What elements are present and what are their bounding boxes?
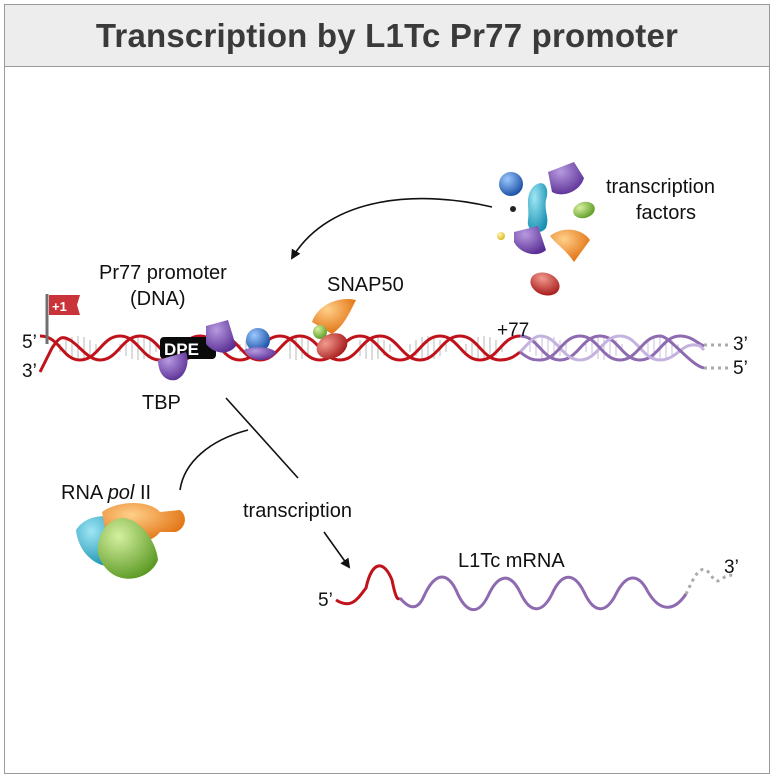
- tf-dark-dot-icon: [510, 206, 516, 212]
- transcription-factors-cluster: [497, 162, 595, 296]
- tf-yellow-dot-icon: [497, 232, 505, 240]
- figure-frame: Transcription by L1Tc Pr77 promoter: [4, 4, 770, 774]
- snap50-red-icon: [316, 333, 348, 359]
- figure-title: Transcription by L1Tc Pr77 promoter: [95, 16, 679, 54]
- recruitment-arrow: [290, 197, 493, 260]
- snap50-complex: [312, 298, 356, 359]
- tf-purple-top-icon: [548, 162, 584, 195]
- tf-purple-left-icon: [514, 226, 546, 255]
- pol-green-subunit-icon: [97, 518, 158, 579]
- rna-pol-ii-icon: [76, 503, 185, 579]
- snap50-green-icon: [313, 325, 327, 339]
- title-bar: Transcription by L1Tc Pr77 promoter: [5, 5, 769, 67]
- pol-ii-link-line: [225, 397, 299, 479]
- mrna-coding-region: [398, 575, 688, 611]
- tf-green-icon: [573, 201, 595, 219]
- snap50-label: SNAP50: [327, 274, 404, 296]
- tf-label-line2: factors: [636, 202, 696, 224]
- dna-right-bottom-label: 5’: [733, 358, 748, 379]
- dna-strand-downstream-c: [519, 334, 705, 370]
- mrna-label: L1Tc mRNA: [458, 550, 565, 572]
- dna-double-helix: 5’ 3’ 3’ 5’: [22, 332, 748, 382]
- promoter-blue-factor-icon: [246, 328, 270, 352]
- promoter-label-line1: Pr77 promoter: [99, 262, 227, 284]
- rna-pol-italic: pol: [107, 482, 135, 504]
- l1tc-mrna-strand: 5’ 3’: [318, 557, 739, 611]
- transcription-arrow: [323, 531, 351, 569]
- transcription-start-flag: +1: [45, 294, 80, 344]
- transcription-label: transcription: [243, 500, 352, 522]
- tf-orange-icon: [550, 229, 590, 262]
- mrna-dotted-tail: [684, 567, 735, 595]
- plus-one-label: +1: [52, 299, 67, 314]
- mrna-5prime-label: 5’: [318, 590, 333, 611]
- promoter-purple-factor-icon: [206, 320, 236, 353]
- dpe-element: DPE: [160, 337, 216, 359]
- tbp-label: TBP: [142, 392, 181, 414]
- rna-pol-suffix: II: [134, 482, 151, 504]
- tf-label-line1: transcription: [606, 176, 715, 198]
- rna-pol-prefix: RNA: [61, 482, 108, 504]
- dna-strand-promoter-b: [38, 334, 521, 373]
- mrna-promoter-region: [335, 564, 402, 606]
- rna-pol-label: RNA pol II: [61, 482, 151, 504]
- dna-right-top-label: 3’: [733, 334, 748, 355]
- snap50-orange-icon: [312, 298, 356, 334]
- tf-blue-ball-icon: [499, 172, 523, 196]
- dpe-label: DPE: [164, 340, 199, 359]
- dna-left-top-label: 5’: [22, 332, 37, 353]
- tbp-protein-icon: [158, 352, 188, 381]
- dna-strand-downstream-a: [519, 334, 705, 362]
- promoter-label-line2: (DNA): [130, 288, 186, 310]
- tf-cyan-icon: [527, 183, 548, 233]
- dna-strand-promoter-a: [39, 334, 521, 362]
- dna-left-bottom-label: 3’: [22, 361, 37, 382]
- tf-red-icon: [530, 272, 560, 296]
- pol-ii-curve: [179, 429, 249, 491]
- plus77-label: +77: [497, 320, 529, 341]
- dna-strand-downstream-b: [518, 334, 706, 362]
- mrna-3prime-label: 3’: [724, 557, 739, 578]
- promoter-purple-pad-icon: [244, 347, 276, 360]
